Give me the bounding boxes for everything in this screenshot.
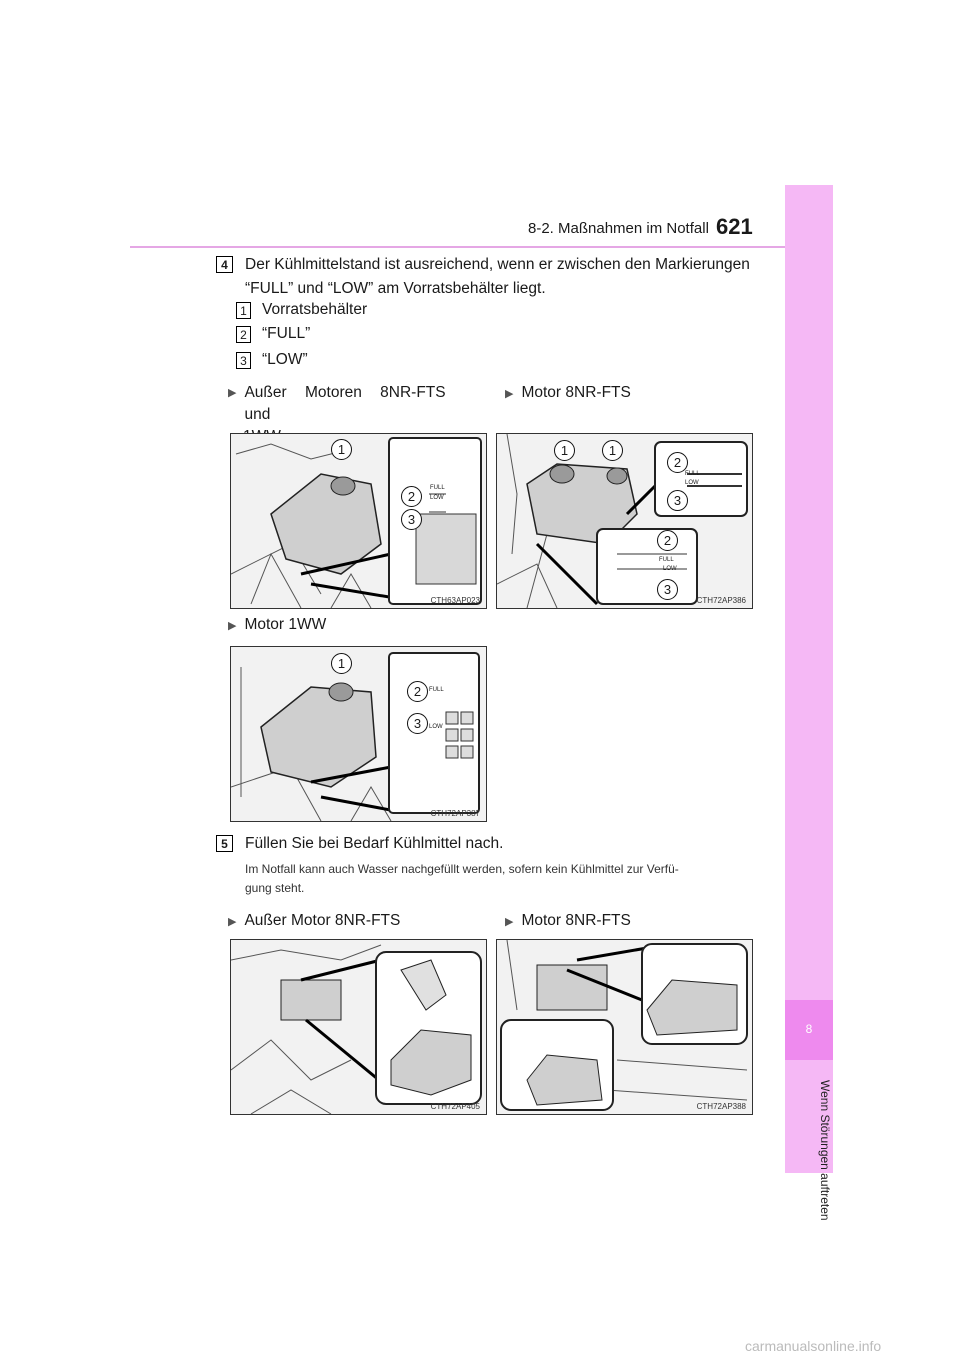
figure-code: CTH72AP386 — [696, 596, 746, 605]
item-label-2: “FULL” — [262, 325, 311, 342]
watermark: carmanualsonline.info — [745, 1338, 882, 1354]
callout-1: 1 — [554, 440, 575, 461]
section-title: 8-2. Maßnahmen im Notfall — [528, 220, 709, 237]
callout-3: 3 — [667, 490, 688, 511]
mark-low: LOW — [663, 566, 677, 572]
callout-1: 1 — [331, 439, 352, 460]
callout-2: 2 — [401, 486, 422, 507]
item-number-1: 1 — [236, 302, 251, 319]
mark-low: LOW — [685, 480, 699, 486]
bullet-arrow-icon: ▶ — [228, 387, 237, 399]
engine-bay-illustration — [231, 434, 486, 608]
step-number-4: 4 — [216, 256, 233, 273]
refill-illustration — [497, 940, 752, 1114]
figure-code: CTH72AP387 — [430, 809, 480, 818]
step4-text-line2: “FULL” und “LOW” am Vorratsbehälter lieg… — [245, 280, 546, 297]
bullet-arrow-icon: ▶ — [228, 916, 237, 928]
page-number: 621 — [716, 214, 753, 239]
callout-3: 3 — [401, 509, 422, 530]
bullet-8nr-fts-fill: ▶Motor 8NR-FTS — [505, 912, 631, 929]
callout-3: 3 — [407, 713, 428, 734]
mark-full: FULL — [430, 485, 445, 491]
callout-2: 2 — [407, 681, 428, 702]
step4-text-line1: Der Kühlmittelstand ist ausreichend, wen… — [245, 256, 750, 273]
mark-full: FULL — [685, 471, 700, 477]
figure-refill-standard: CTH72AP405 — [230, 939, 487, 1115]
step5-text: Füllen Sie bei Bedarf Kühlmittel nach. — [245, 835, 504, 852]
bullet-except-8nr: ▶Außer Motor 8NR-FTS — [228, 912, 401, 929]
callout-2: 2 — [667, 452, 688, 473]
figure-reservoir-standard: 1 2 3 FULL LOW CTH63AP023 — [230, 433, 487, 609]
callout-3: 3 — [657, 579, 678, 600]
mark-low: LOW — [430, 495, 444, 501]
refill-illustration — [231, 940, 486, 1114]
figure-reservoir-8nr: 1 1 2 3 2 3 FULL LOW FULL LOW CTH72AP386 — [496, 433, 753, 609]
item-number-3: 3 — [236, 352, 251, 369]
figure-reservoir-1ww: 1 2 3 FULL LOW CTH72AP387 — [230, 646, 487, 822]
engine-bay-illustration — [231, 647, 486, 821]
callout-1: 1 — [602, 440, 623, 461]
callout-2: 2 — [657, 530, 678, 551]
bullet-8nr-fts: ▶Motor 8NR-FTS — [505, 384, 631, 401]
header-rule — [130, 246, 785, 248]
item-label-3: “LOW” — [262, 351, 308, 368]
figure-refill-8nr: CTH72AP388 — [496, 939, 753, 1115]
mark-full: FULL — [429, 687, 444, 693]
chapter-title: Wenn Störungen auftreten — [818, 1080, 832, 1221]
callout-1: 1 — [331, 653, 352, 674]
bullet-arrow-icon: ▶ — [505, 388, 514, 400]
bullet-1ww: ▶Motor 1WW — [228, 616, 327, 633]
mark-low: LOW — [429, 724, 443, 730]
chapter-number-box — [785, 1000, 833, 1060]
step4-text: Der Kühlmittelstand ist ausreichend, wen… — [245, 253, 765, 301]
figure-code: CTH63AP023 — [430, 596, 480, 605]
figure-code: CTH72AP388 — [696, 1102, 746, 1111]
mark-full: FULL — [659, 557, 674, 563]
figure-code: CTH72AP405 — [430, 1102, 480, 1111]
item-number-2: 2 — [236, 326, 251, 343]
bullet-arrow-icon: ▶ — [228, 620, 237, 632]
step-number-5: 5 — [216, 835, 233, 852]
item-label-1: Vorratsbehälter — [262, 301, 368, 318]
bullet-arrow-icon: ▶ — [505, 916, 514, 928]
engine-bay-illustration — [497, 434, 752, 608]
chapter-number: 8 — [805, 1022, 813, 1036]
step5-note: Im Notfall kann auch Wasser nachgefüllt … — [245, 862, 679, 895]
